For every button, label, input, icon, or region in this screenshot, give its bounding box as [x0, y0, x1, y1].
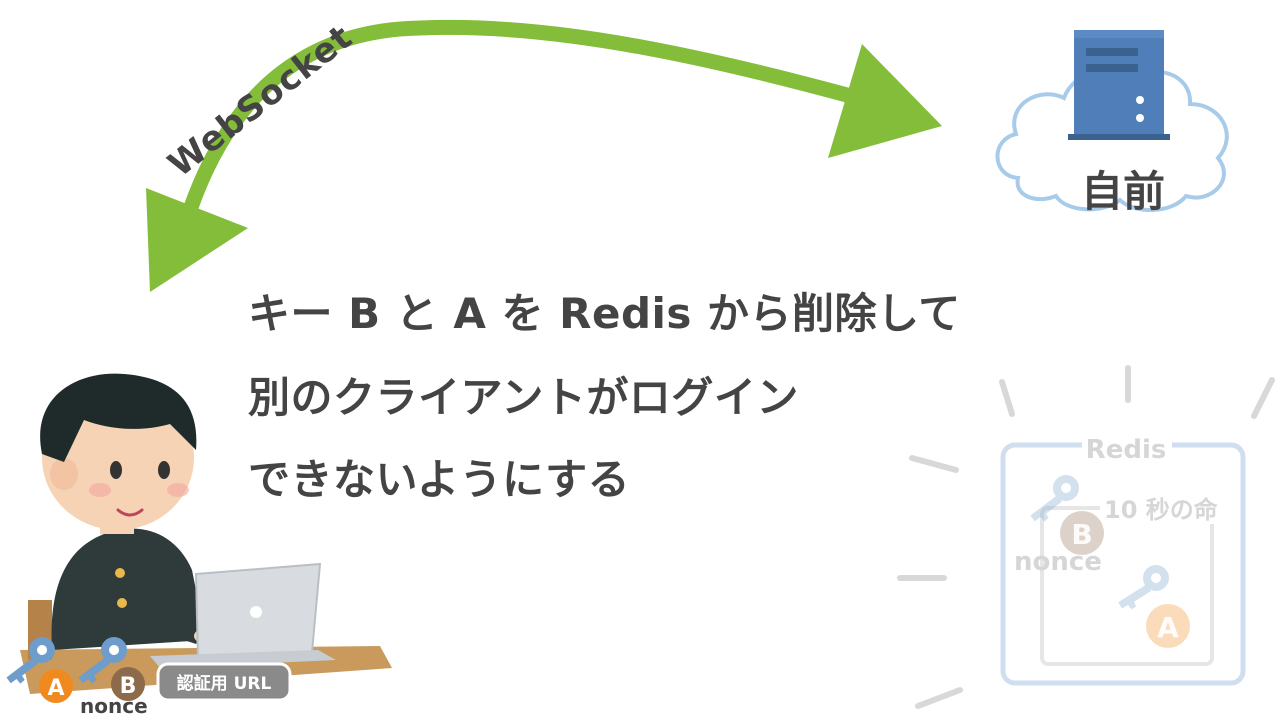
client-nonce-label: nonce	[80, 694, 148, 718]
redis-key-b-letter: B	[1071, 518, 1092, 551]
redis-key-b-badge	[1060, 511, 1104, 555]
client-key-a-badge	[39, 669, 73, 703]
server-label: 自前	[1081, 167, 1165, 216]
redis-key-a	[1116, 556, 1190, 648]
server-icon	[1068, 30, 1170, 140]
server-cloud	[995, 30, 1229, 213]
auth-url-label: 認証用 URL	[177, 673, 272, 694]
ttl-label: 10 秒の命	[1104, 496, 1219, 524]
redis-key-b	[1029, 467, 1104, 555]
emphasis-dashes	[897, 365, 1275, 709]
client-key-b-badge	[111, 667, 145, 701]
message-line-3: できないようにする	[248, 455, 631, 504]
redis-title: Redis	[1086, 435, 1167, 465]
client-key-a-letter: A	[47, 676, 64, 701]
student-hair	[40, 373, 197, 462]
redis-nonce-label: nonce	[1014, 547, 1102, 577]
websocket-arrow-shaft	[178, 19, 888, 230]
client-key-b-letter: B	[120, 674, 137, 699]
websocket-arrowhead-left	[146, 188, 248, 292]
message-line-1: キー B と A を Redis から削除して	[248, 289, 961, 338]
message-line-2: 別のクライアントがログイン	[248, 373, 799, 422]
client-key-b	[77, 629, 145, 701]
redis-key-a-letter: A	[1157, 611, 1179, 644]
websocket-label: WebSocket	[161, 17, 360, 185]
websocket-arrow	[146, 19, 942, 292]
websocket-arrowhead-right	[828, 44, 942, 158]
redis-area: Redis 10 秒の命 B nonce A	[897, 365, 1275, 709]
auth-url-badge	[156, 662, 292, 702]
cloud-icon	[995, 68, 1229, 213]
client-key-a	[5, 629, 73, 703]
redis-key-a-badge	[1146, 604, 1190, 648]
